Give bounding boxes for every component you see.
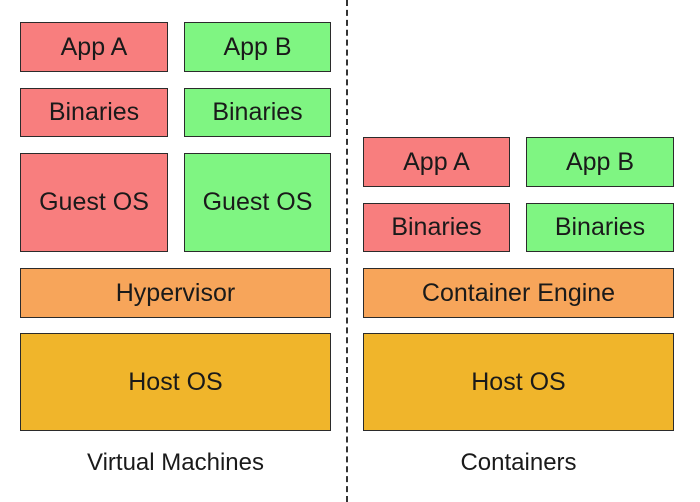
vm-guest-os-b-box: Guest OS (184, 153, 331, 252)
container-host-os-box: Host OS (363, 333, 674, 431)
vm-hypervisor-box: Hypervisor (20, 268, 331, 318)
container-binaries-b-box: Binaries (526, 203, 674, 252)
vm-app-b-box: App B (184, 22, 331, 72)
container-binaries-a-box: Binaries (363, 203, 510, 252)
vm-binaries-a-box: Binaries (20, 88, 168, 137)
container-engine-box: Container Engine (363, 268, 674, 318)
section-divider (346, 0, 348, 502)
vm-app-a-box: App A (20, 22, 168, 72)
vm-guest-os-a-box: Guest OS (20, 153, 168, 252)
containers-caption: Containers (460, 449, 577, 476)
vm-caption: Virtual Machines (87, 449, 264, 476)
container-app-a-box: App A (363, 137, 510, 187)
vm-binaries-b-box: Binaries (184, 88, 331, 137)
vm-host-os-box: Host OS (20, 333, 331, 431)
container-app-b-box: App B (526, 137, 674, 187)
